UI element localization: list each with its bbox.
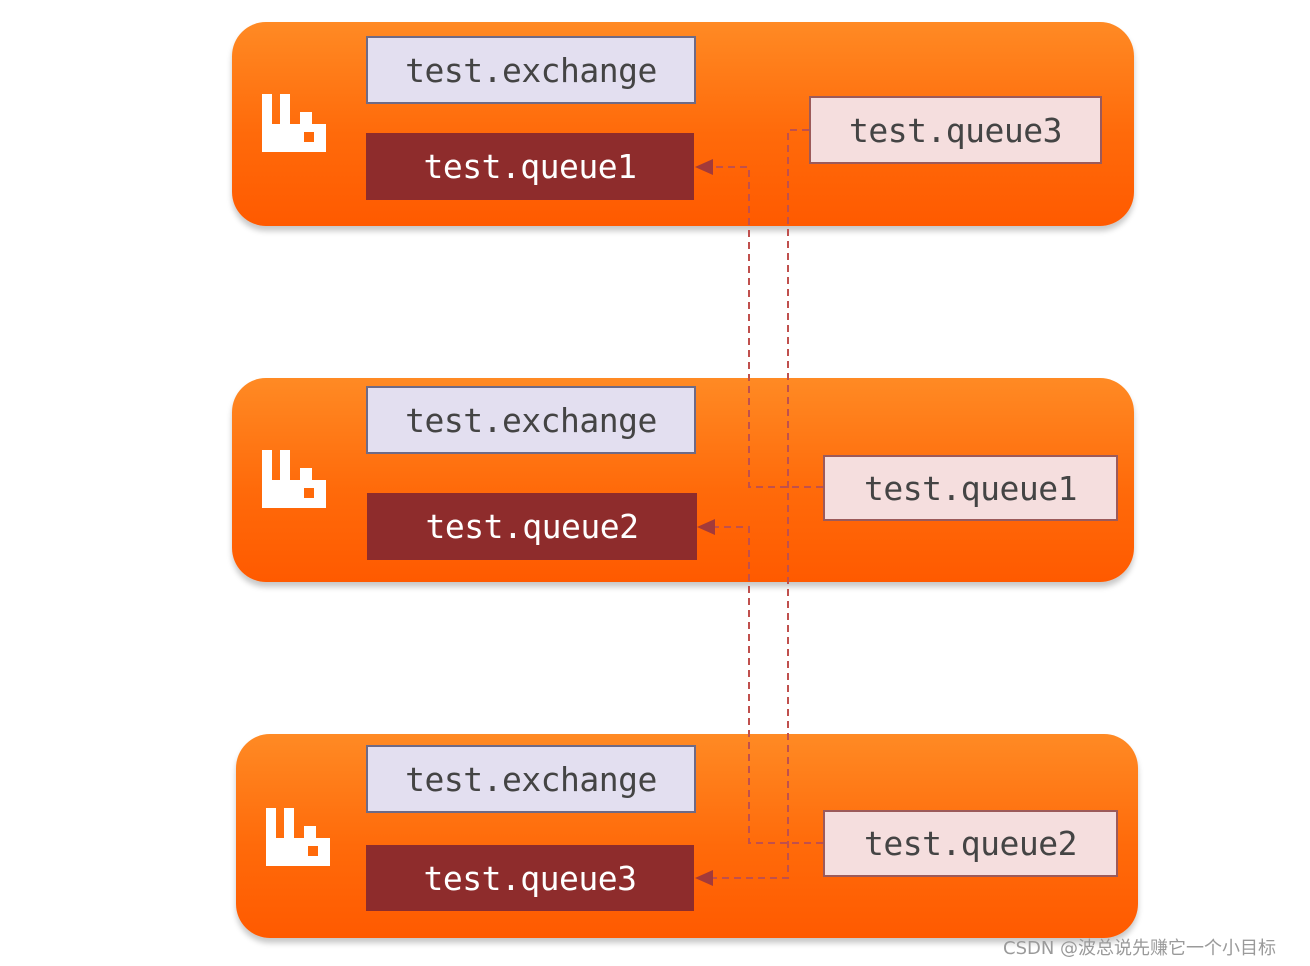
- arrowhead-queue1: [695, 159, 713, 175]
- mirror-queue-box-node-1: test.queue3: [809, 96, 1102, 164]
- mirror-queue-box-node-3: test.queue2: [823, 810, 1118, 877]
- mirror-link-queue2: [714, 526, 823, 844]
- local-queue-box-node-2: test.queue2: [367, 493, 697, 560]
- local-queue-box-node-1: test.queue1: [366, 133, 694, 200]
- exchange-box-node-2: test.exchange: [366, 386, 696, 454]
- rabbitmq-logo-icon: [262, 450, 326, 508]
- arrowhead-queue2: [697, 519, 715, 535]
- mirror-link-queue3: [712, 129, 809, 879]
- arrowhead-queue3: [695, 870, 713, 886]
- mirror-queue-box-node-2: test.queue1: [823, 455, 1118, 521]
- exchange-box-node-3: test.exchange: [366, 745, 696, 813]
- rabbitmq-logo-icon: [266, 808, 330, 866]
- watermark: CSDN @波总说先赚它一个小目标: [1003, 938, 1277, 959]
- mirror-link-queue1: [712, 166, 823, 488]
- exchange-box-node-1: test.exchange: [366, 36, 696, 104]
- rabbitmq-logo-icon: [262, 94, 326, 152]
- local-queue-box-node-3: test.queue3: [366, 845, 694, 911]
